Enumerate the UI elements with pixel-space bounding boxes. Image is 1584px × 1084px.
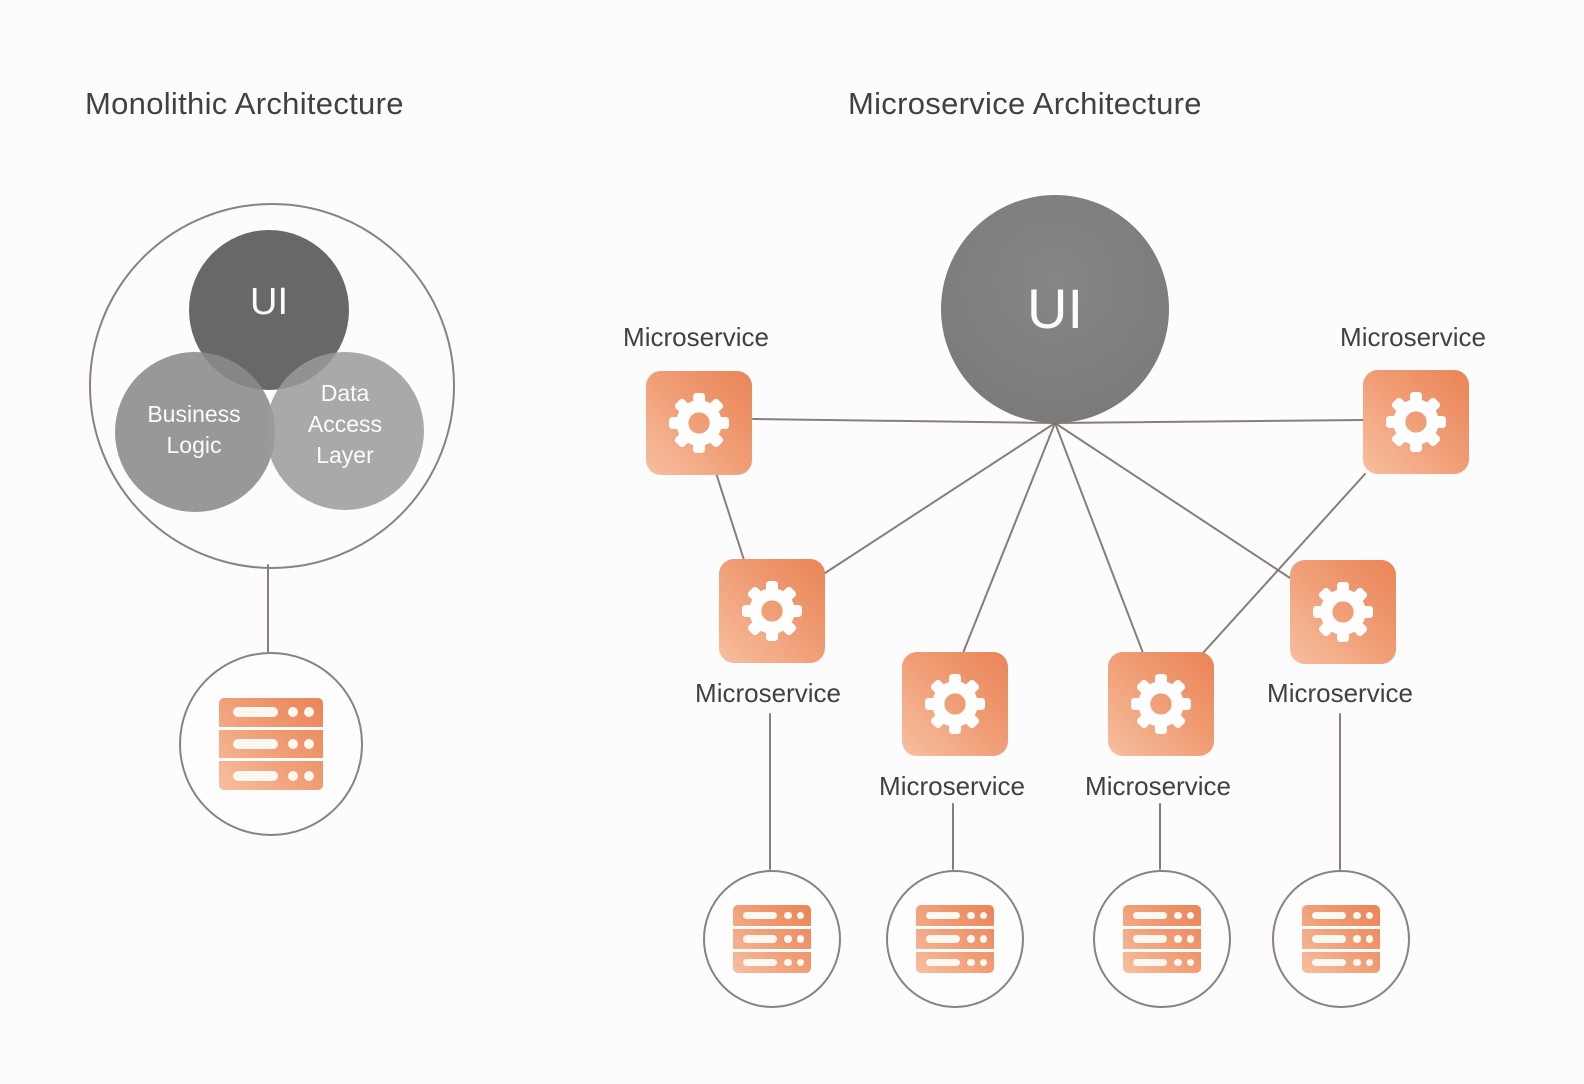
microservice-database-circle-1 [703,870,841,1008]
gear-icon [1311,580,1375,644]
server-rack-icon [219,698,323,790]
microservice-label-top-left: Microservice [623,322,769,352]
edge-ui-to-ms-mid-right [1054,422,1291,579]
microservice-database-circle-2 [886,870,1024,1008]
microservice-label-center-left: Microservice [879,771,1025,801]
monolith-boundary-circle [89,203,455,569]
server-rack-icon [733,905,811,973]
edge-ui-to-ms-center-left [962,422,1056,654]
microservice-box-center-left [902,652,1008,756]
server-rack-icon [916,905,994,973]
microservice-label-mid-right: Microservice [1267,678,1413,708]
microservice-box-mid-left [719,559,825,663]
microservice-database-circle-4 [1272,870,1410,1008]
gear-icon [1129,672,1193,736]
microservice-box-mid-right [1290,560,1396,664]
microservice-database-circle-3 [1093,870,1231,1008]
venn-business-label: Business Logic [147,401,241,458]
edge-ms-top-right-to-center-right [1202,473,1366,654]
server-rack-icon [1123,905,1201,973]
venn-data-access-circle [266,352,424,510]
monolith-database-circle [179,652,363,836]
microservice-ui-label: UI [1027,277,1083,340]
monolithic-title: Monolithic Architecture [85,86,404,121]
gear-icon [667,391,731,455]
edge-ui-to-ms-mid-left [821,422,1056,576]
edge-ms-top-left-to-mid-left [715,472,745,561]
microservice-box-top-left [646,371,752,475]
microservice-box-top-right [1363,370,1469,474]
microservice-ui-circle: UI [941,195,1169,423]
edge-ui-to-ms-top-left [752,418,1056,424]
venn-data-access-label: Data Access Layer [307,380,383,468]
microservice-label-top-right: Microservice [1340,322,1486,352]
edge-ui-to-ms-top-right [1054,419,1364,424]
gear-icon [1384,390,1448,454]
gear-icon [923,672,987,736]
microservice-title: Microservice Architecture [848,86,1202,121]
venn-business-circle [115,352,275,512]
edge-ui-to-ms-center-right [1054,422,1144,654]
microservice-label-center-right: Microservice [1085,771,1231,801]
microservice-box-center-right [1108,652,1214,756]
venn-ui-label: UI [250,281,288,323]
gear-icon [740,579,804,643]
server-rack-icon [1302,905,1380,973]
microservice-label-mid-left: Microservice [695,678,841,708]
